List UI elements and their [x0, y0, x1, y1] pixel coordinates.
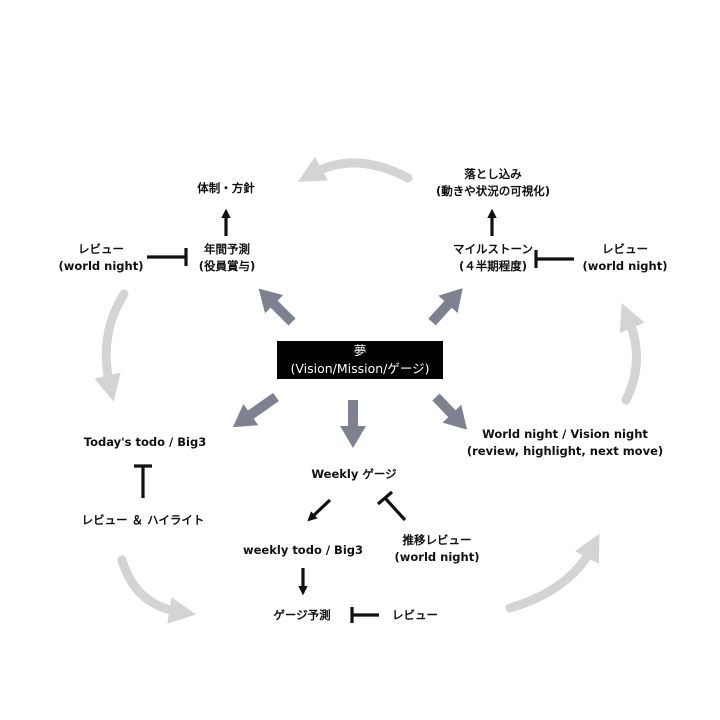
label-review-bottom: レビュー: [392, 607, 438, 624]
tbar-review-highlight: [134, 464, 152, 498]
tbar-suii-review: [376, 490, 407, 522]
label-milestone: マイルストーン (４半期程度): [453, 241, 533, 275]
cycle-arrow-bottom-left: [117, 555, 197, 624]
nenkan-line1: 年間予測: [203, 242, 250, 256]
label-world-night: World night / Vision night (review, high…: [467, 426, 663, 460]
otoshikomi-line2: (動きや状況の可視化): [435, 184, 551, 198]
arrow-weekly-to-todo: [307, 498, 332, 522]
center-subtitle: (Vision/Mission/ゲージ): [290, 361, 430, 376]
nenkan-line2: (役員賞与): [198, 259, 256, 273]
otoshikomi-line1: 落とし込み: [464, 167, 522, 181]
suii-line1: 推移レビュー: [402, 533, 472, 547]
label-review-left: レビュー (world night): [59, 241, 144, 275]
review-right-line1: レビュー: [602, 242, 648, 256]
label-weekly-gauge: Weekly ゲージ: [311, 466, 396, 483]
center-title: 夢: [353, 343, 367, 358]
spoke-arrow-milestone: [428, 288, 463, 326]
tbar-review-bottom: [350, 607, 379, 623]
review-bottom-text: レビュー: [392, 608, 438, 622]
review-left-line1: レビュー: [78, 242, 124, 256]
spoke-arrow-today: [232, 392, 279, 428]
cycle-arrow-left: [94, 289, 129, 402]
label-weekly-todo: weekly todo / Big3: [243, 542, 363, 559]
weekly-gauge-text: Weekly ゲージ: [311, 467, 397, 481]
tbar-review-left: [147, 248, 188, 266]
label-gauge-yosoku: ゲージ予測: [273, 607, 330, 624]
milestone-line1: マイルストーン: [453, 242, 533, 256]
weekly-todo-text: weekly todo / Big3: [243, 543, 363, 557]
label-today-todo: Today's todo / Big3: [84, 434, 206, 451]
review-highlight-text: レビュー ＆ ハイライト: [81, 513, 205, 527]
review-left-line2: (world night): [58, 259, 144, 273]
world-night-line2: (review, highlight, next move): [466, 444, 664, 458]
spoke-arrow-nenkan: [258, 288, 296, 326]
spoke-arrow-world-night: [432, 393, 468, 430]
world-night-line1: World night / Vision night: [482, 427, 648, 441]
center-dream-box: 夢 (Vision/Mission/ゲージ): [277, 341, 443, 379]
label-taisei: 体制・方針: [197, 180, 255, 197]
label-otoshikomi: 落とし込み (動きや状況の可視化): [436, 166, 550, 200]
taisei-text: 体制・方針: [197, 181, 255, 195]
cycle-arrow-right: [619, 303, 645, 405]
label-review-highlight: レビュー ＆ ハイライト: [82, 512, 205, 529]
cycle-arrow-bottom-right: [505, 533, 600, 613]
tbar-review-right: [534, 250, 574, 268]
gauge-yosoku-text: ゲージ予測: [273, 608, 331, 622]
milestone-line2: (４半期程度): [458, 259, 527, 273]
today-todo-text: Today's todo / Big3: [83, 435, 207, 449]
label-suii-review: 推移レビュー (world night): [395, 532, 480, 566]
label-nenkan: 年間予測 (役員賞与): [199, 241, 256, 275]
review-right-line2: (world night): [582, 259, 668, 273]
cycle-arrow-top: [297, 156, 413, 183]
label-review-right: レビュー (world night): [583, 241, 668, 275]
suii-line2: (world night): [394, 550, 480, 564]
